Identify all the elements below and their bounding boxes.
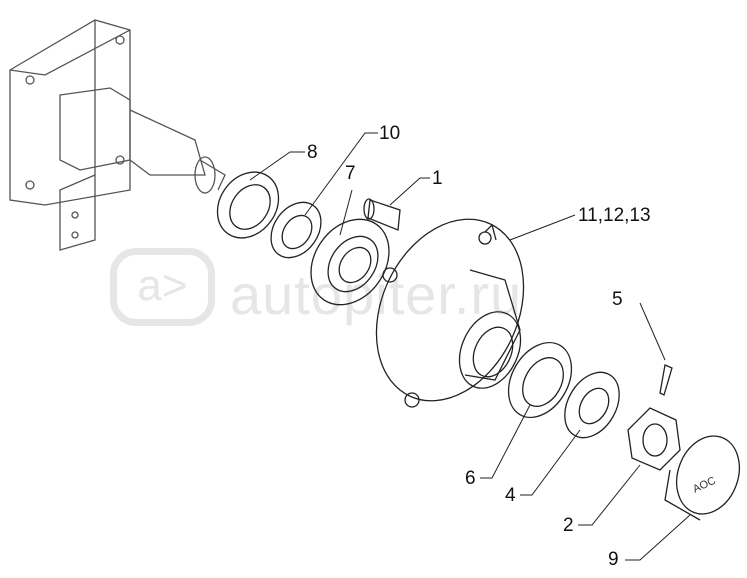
part-9-cap [664, 435, 740, 521]
part-1-stud [363, 198, 401, 231]
label-part-10: 10 [379, 123, 401, 144]
label-part-9: 9 [608, 549, 619, 570]
label-part-5: 5 [612, 289, 623, 310]
label-part-8: 8 [307, 142, 318, 163]
watermark-logo: a> [110, 248, 215, 326]
part-8-seal [216, 171, 280, 239]
part-2-castle-nut [627, 407, 681, 471]
part-6-bearing [507, 341, 573, 419]
label-part-6: 6 [465, 468, 476, 489]
label-part-2: 2 [563, 515, 574, 536]
part-7-bearing [310, 218, 390, 306]
label-part-4: 4 [505, 485, 516, 506]
watermark-text: autopiter.ru [230, 263, 523, 326]
leader-lines [249, 132, 691, 561]
label-part-1: 1 [432, 168, 443, 189]
wheel-hub [375, 218, 525, 408]
axle-bracket [9, 19, 226, 251]
label-part-11-12-13: 11,12,13 [578, 205, 651, 226]
part-5-cotter-pin [659, 364, 673, 396]
cap-marking: AOC [691, 475, 718, 496]
label-part-7: 7 [345, 163, 356, 184]
part-10-ring [270, 201, 322, 259]
part-4-washer [564, 371, 620, 439]
